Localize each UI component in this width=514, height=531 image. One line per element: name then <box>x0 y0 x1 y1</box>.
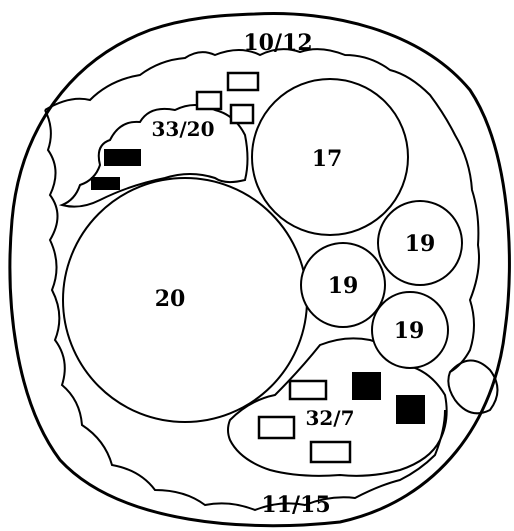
circle-middle <box>300 242 386 328</box>
circle-upper <box>251 78 409 236</box>
circle-right-bottom <box>371 291 449 369</box>
open-marker <box>195 90 223 111</box>
right-lobe <box>447 359 499 415</box>
filled-marker <box>352 372 381 400</box>
filled-marker <box>396 395 425 424</box>
open-marker <box>309 440 352 464</box>
outer-sheath <box>8 12 511 528</box>
circle-right-top <box>377 200 463 286</box>
label-bottom-region: 11/15 <box>261 492 330 518</box>
label-upper-left-region: 33/20 <box>152 117 215 141</box>
label-circle-middle: 19 <box>328 273 359 299</box>
open-marker <box>226 71 260 92</box>
top-region-boundary <box>44 48 480 373</box>
label-top-region: 10/12 <box>243 30 312 56</box>
label-circle-upper: 17 <box>312 146 343 172</box>
label-circle-right-top: 19 <box>405 231 436 257</box>
lower-pocket <box>227 337 448 477</box>
filled-marker <box>104 149 141 166</box>
open-marker <box>288 379 328 401</box>
open-marker <box>229 103 255 125</box>
open-marker <box>257 415 296 440</box>
label-circle-right-bottom: 19 <box>394 318 425 344</box>
filled-marker <box>91 177 120 190</box>
label-lower-region: 32/7 <box>305 406 354 430</box>
label-circle-large: 20 <box>155 286 186 312</box>
left-region-boundary <box>44 109 446 512</box>
